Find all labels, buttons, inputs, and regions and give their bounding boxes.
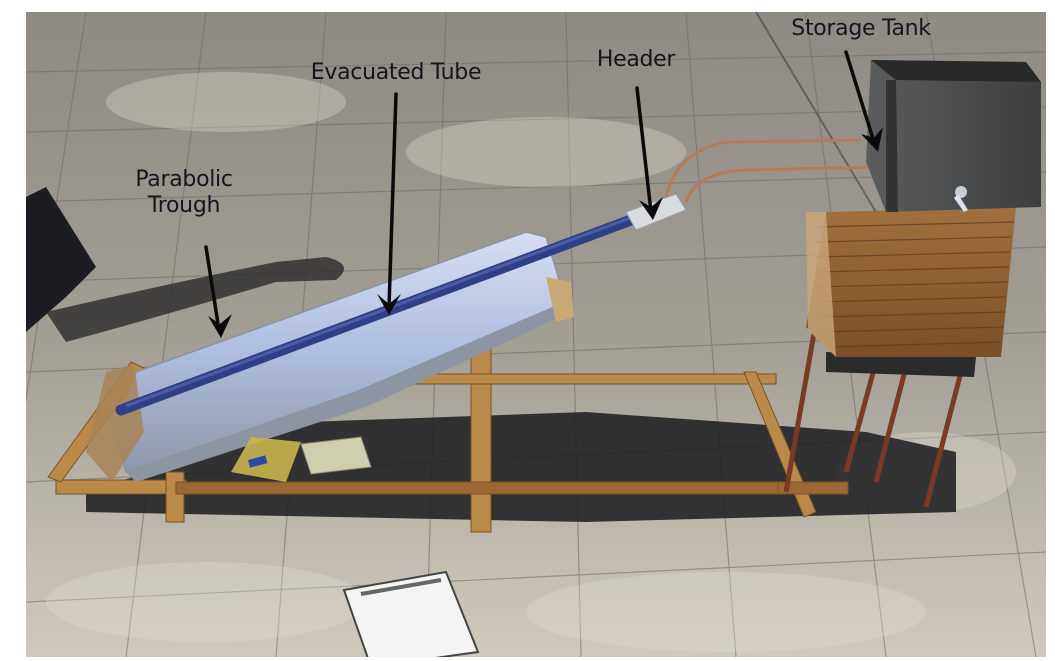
evacuated-tube xyxy=(115,201,672,416)
arrowhead-icon xyxy=(639,197,663,220)
arrow-heads xyxy=(208,127,883,338)
label-evacuated-tube-text: Evacuated Tube xyxy=(310,60,482,85)
copper-pipes xyxy=(664,138,877,203)
label-evacuated-tube: Evacuated Tube xyxy=(276,60,516,86)
arrow-evacuated-tube xyxy=(387,92,398,309)
label-storage-tank-text: Storage Tank xyxy=(791,16,931,41)
label-parabolic-trough-line1: Parabolic xyxy=(135,167,233,192)
annotation-arrows xyxy=(204,50,876,332)
trough-end-cap-top xyxy=(546,277,574,322)
arrowhead-icon xyxy=(861,127,883,152)
trough-end-cap xyxy=(86,364,144,482)
sunlight-patches xyxy=(46,72,1016,652)
left-edge-object xyxy=(26,187,96,332)
floor-tile-lines xyxy=(26,12,1046,657)
arrow-parabolic-trough xyxy=(204,245,221,332)
label-storage-tank: Storage Tank xyxy=(761,16,961,42)
label-header-text: Header xyxy=(596,47,676,72)
arrow-header xyxy=(635,86,653,214)
arrowhead-icon xyxy=(377,294,401,315)
arrow-storage-tank xyxy=(844,50,876,144)
label-header: Header xyxy=(581,47,691,73)
scene-illustration xyxy=(26,12,1046,657)
arrowhead-icon xyxy=(208,314,232,338)
framed-card xyxy=(300,436,372,475)
trough-lower-foil xyxy=(126,302,571,482)
photo: Parabolic Trough Evacuated Tube Header S… xyxy=(26,12,1046,657)
storage-tank-assembly xyxy=(783,60,1041,508)
lamp-shadow xyxy=(46,257,344,342)
clipboard xyxy=(342,570,480,657)
small-blue-item xyxy=(248,455,268,468)
label-parabolic-trough: Parabolic Trough xyxy=(124,167,244,219)
storage-tank xyxy=(866,60,1041,212)
label-parabolic-trough-line2: Trough xyxy=(147,193,221,218)
